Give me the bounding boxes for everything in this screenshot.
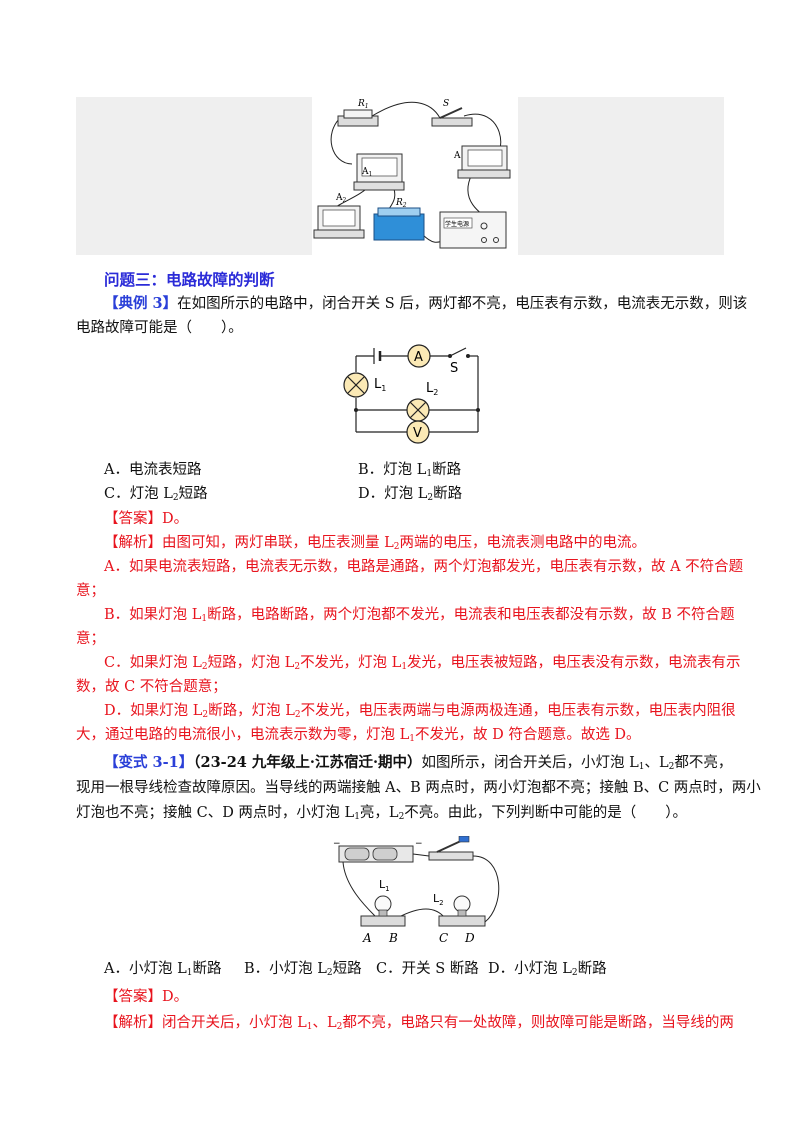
point-a-label: A (362, 931, 372, 945)
variant-option-d[interactable]: D．小灯泡 L2断路 (488, 961, 607, 978)
variant-option-a[interactable]: A．小灯泡 L1断路 (104, 961, 222, 978)
supply-label: 学生电源 (445, 220, 469, 228)
variant-analysis-line1: 【解析】闭合开关后，小灯泡 L1、L2都不亮，电路只有一处故障，则故障可能是断路… (104, 1015, 734, 1032)
example3-option-d[interactable]: D．灯泡 L2断路 (358, 486, 463, 503)
voltmeter-symbol (406, 420, 430, 444)
gray-panel-left (76, 97, 312, 255)
example3-analysis-line7: 数，故 C 不符合题意； (76, 679, 227, 695)
fig-l1-label: L1 (379, 878, 390, 893)
lamp-l1-label: L1 (374, 377, 386, 393)
circuit-diagram: A S L1 L2 V (343, 344, 480, 444)
example3-analysis-line8: D．如果灯泡 L2断路，灯泡 L2不发光，电压表两端与电源两极连通，电压表有示数… (104, 703, 736, 720)
example3-analysis-line3: 意； (76, 583, 105, 599)
section-title: 问题三：电路故障的判断 (104, 271, 275, 289)
example3-option-a[interactable]: A．电流表短路 (104, 462, 202, 478)
variant-line1: 【变式 3-1】（23-24 九年级上·江苏宿迁·期中）如图所示，闭合开关后，小… (104, 754, 733, 772)
variant-line2: 现用一根导线检查故障原因。当导线的两端接触 A、B 两点时，两小灯泡都不亮；接触… (76, 780, 761, 796)
example3-analysis-line6: C．如果灯泡 L2短路，灯泡 L2不发光，灯泡 L1发光，电压表被短路，电压表没… (104, 655, 741, 672)
ammeter-label: A (414, 350, 423, 365)
r2-label: R2 (395, 198, 407, 209)
variant-answer: 【答案】D。 (104, 989, 189, 1005)
switch-label: S (450, 361, 458, 376)
point-d-label: D (464, 931, 475, 945)
example3-line1: 【典例 3】在如图所示的电路中，闭合开关 S 后，两灯都不亮，电压表有示数，电流… (104, 294, 747, 314)
ammeter-symbol (407, 344, 431, 368)
point-b-label: B (388, 931, 398, 945)
voltmeter-label: V (413, 426, 422, 441)
example3-analysis-line4: B．如果灯泡 L1断路，电路断路，两个灯泡都不发光，电流表和电压表都没有示数，故… (104, 607, 735, 624)
variant-tag: 【变式 3-1】 (104, 754, 194, 771)
a1-label: A1 (361, 167, 372, 178)
apparatus-figure: R1 S A1 A A2 R2 学生电源 (313, 99, 511, 249)
example3-option-c[interactable]: C．灯泡 L2短路 (104, 486, 208, 503)
variant-source: （23-24 九年级上·江苏宿迁·期中） (193, 754, 422, 771)
example3-analysis-line9: 大，通过电路的电流很小，电流表示数为零，灯泡 L1不发光，故 D 符合题意。故选… (76, 727, 641, 744)
lamp-l2-label: L2 (426, 381, 438, 397)
variant-circuit-figure: − − L1 L2 A B C D (333, 836, 500, 945)
example3-line2: 电路故障可能是（ ）。 (76, 320, 243, 336)
example3-option-b[interactable]: B．灯泡 L1断路 (358, 462, 462, 479)
fig-l2-label: L2 (433, 892, 444, 907)
example3-answer: 【答案】D。 (104, 511, 189, 527)
variant-option-c[interactable]: C．开关 S 断路 (376, 961, 479, 977)
switch-s-label: S (443, 99, 449, 109)
point-c-label: C (439, 931, 448, 945)
example3-analysis-line1: 【解析】由图可知，两灯串联，电压表测量 L2两端的电压，电流表测电路中的电流。 (104, 535, 646, 552)
example3-tag: 【典例 3】 (104, 295, 178, 312)
r1-label: R1 (357, 99, 369, 110)
a-label: A (453, 151, 461, 161)
a2-label: A2 (335, 193, 347, 204)
variant-option-b[interactable]: B．小灯泡 L2短路 (244, 961, 362, 978)
variant-line3: 灯泡也不亮；接触 C、D 两点时，小灯泡 L1亮，L2不亮。由此，下列判断中可能… (76, 805, 688, 822)
example3-analysis-line2: A．如果电流表短路，电流表无示数，电路是通路，两个灯泡都发光，电压表有示数，故 … (104, 559, 744, 575)
example3-analysis-line5: 意； (76, 631, 105, 647)
svg-text:−: − (333, 839, 341, 849)
gray-panel-right (518, 97, 724, 255)
svg-text:−: − (415, 839, 423, 849)
example3-stem-1: 在如图所示的电路中，闭合开关 S 后，两灯都不亮，电压表有示数，电流表无示数，则… (177, 296, 748, 312)
